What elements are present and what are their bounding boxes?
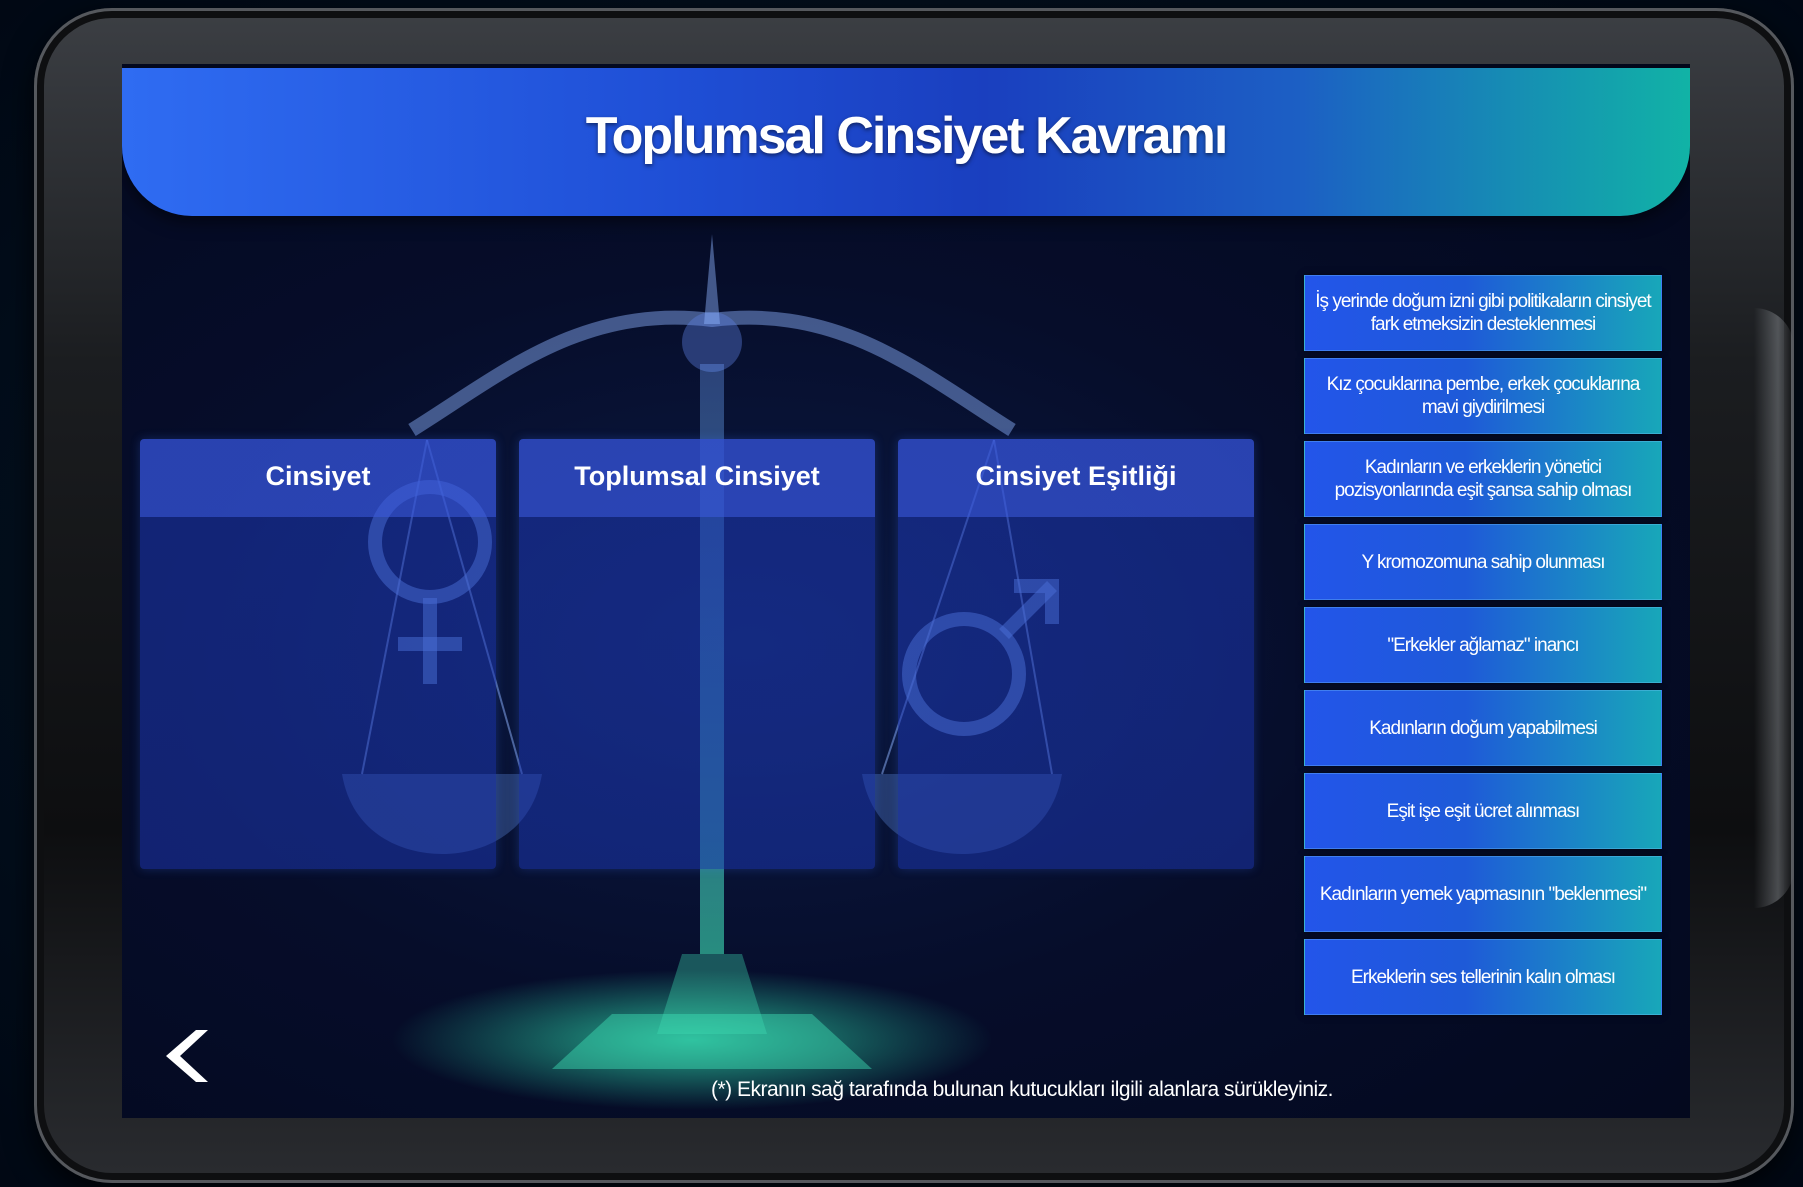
draggable-card[interactable]: "Erkekler ağlamaz" inancı (1304, 607, 1662, 683)
page-title: Toplumsal Cinsiyet Kavramı (585, 107, 1229, 165)
back-button[interactable] (154, 1026, 214, 1086)
draggable-card[interactable]: Kız çocuklarına pembe, erkek çocuklarına… (1304, 358, 1662, 434)
drop-zone-cinsiyet[interactable]: Cinsiyet (140, 439, 496, 869)
draggable-card[interactable]: Eşit işe eşit ücret alınması (1304, 773, 1662, 849)
drop-zone-toplumsal-cinsiyet[interactable]: Toplumsal Cinsiyet (519, 439, 875, 869)
draggable-card[interactable]: Kadınların ve erkeklerin yönetici pozisy… (1304, 441, 1662, 517)
draggable-card[interactable]: Y kromozomuna sahip olunması (1304, 524, 1662, 600)
tablet-edge-highlight (1754, 308, 1794, 908)
drop-zone-cinsiyet-esitligi[interactable]: Cinsiyet Eşitliği (898, 439, 1254, 869)
draggable-card[interactable]: İş yerinde doğum izni gibi politikaların… (1304, 275, 1662, 351)
instruction-text: (*) Ekranın sağ tarafında bulunan kutucu… (710, 1078, 1334, 1101)
draggable-card[interactable]: Erkeklerin ses tellerinin kalın olması (1304, 939, 1662, 1015)
draggable-card[interactable]: Kadınların doğum yapabilmesi (1304, 690, 1662, 766)
draggable-card[interactable]: Kadınların yemek yapmasının "beklenmesi" (1304, 856, 1662, 932)
title-banner: Toplumsal Cinsiyet Kavramı (122, 68, 1690, 216)
drop-zone-title: Toplumsal Cinsiyet (574, 461, 820, 491)
drop-zone-title: Cinsiyet Eşitliği (975, 461, 1177, 491)
chevron-left-icon (166, 1030, 208, 1082)
drop-zone-title: Cinsiyet (265, 461, 371, 491)
app-screen: Toplumsal Cinsiyet Kavramı Cinsiyet Topl… (122, 64, 1690, 1118)
